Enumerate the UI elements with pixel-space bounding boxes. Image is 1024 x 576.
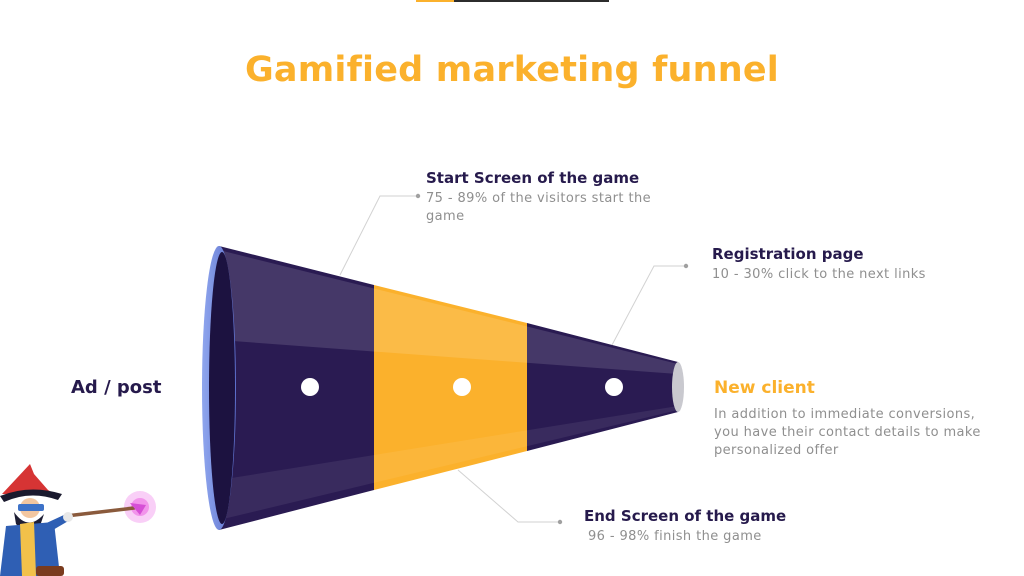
- funnel-stage-3: [527, 323, 678, 451]
- funnel-highlight-upper: [219, 250, 678, 374]
- page-title: Gamified marketing funnel: [244, 50, 780, 90]
- leader-dots: [415, 193, 689, 525]
- stage-registration-page: Registration page 10 - 30% click to the …: [712, 244, 1012, 284]
- funnel-stage-1: [219, 246, 374, 530]
- leader-line-start: [339, 195, 418, 276]
- funnel-stage-2: [374, 285, 527, 490]
- stage-start-screen: Start Screen of the game 75 - 89% of the…: [426, 168, 666, 226]
- leader-dot-registration: [683, 263, 689, 269]
- stage-new-client: New client In addition to immediate conv…: [714, 378, 1004, 460]
- leader-line-registration: [611, 265, 686, 346]
- leader-dot-start: [415, 193, 421, 199]
- funnel-mouth-inner: [209, 252, 235, 524]
- stage-new-client-description: In addition to immediate conversions, yo…: [714, 407, 981, 458]
- leader-dot-end: [557, 519, 563, 525]
- leader-lines: [339, 195, 686, 523]
- magic-wand-icon: [64, 506, 136, 518]
- stage-new-client-title: New client: [714, 378, 815, 398]
- stage-registration-page-description: 10 - 30% click to the next links: [712, 267, 926, 282]
- stage-start-screen-description: 75 - 89% of the visitors start the game: [426, 191, 651, 224]
- funnel-highlight-lower: [219, 406, 678, 520]
- stage-dot-1: [301, 378, 319, 396]
- wizard-mascot-icon: [0, 464, 156, 576]
- stage-dot-3: [605, 378, 623, 396]
- stage-end-screen: End Screen of the game 96 - 98% finish t…: [584, 506, 844, 546]
- leader-line-end: [457, 469, 560, 523]
- stage-end-screen-title: End Screen of the game: [584, 507, 787, 525]
- wizard-hat: [2, 464, 58, 496]
- top-accent-highlight: [416, 0, 454, 2]
- stage-end-screen-description: 96 - 98% finish the game: [588, 529, 762, 544]
- top-accent-bar: [416, 0, 609, 2]
- ad-post-label: Ad / post: [71, 377, 162, 398]
- funnel-end-cap: [672, 362, 684, 412]
- stage-start-screen-title: Start Screen of the game: [426, 169, 640, 187]
- stage-registration-page-title: Registration page: [712, 245, 864, 263]
- stage-dot-2: [453, 378, 471, 396]
